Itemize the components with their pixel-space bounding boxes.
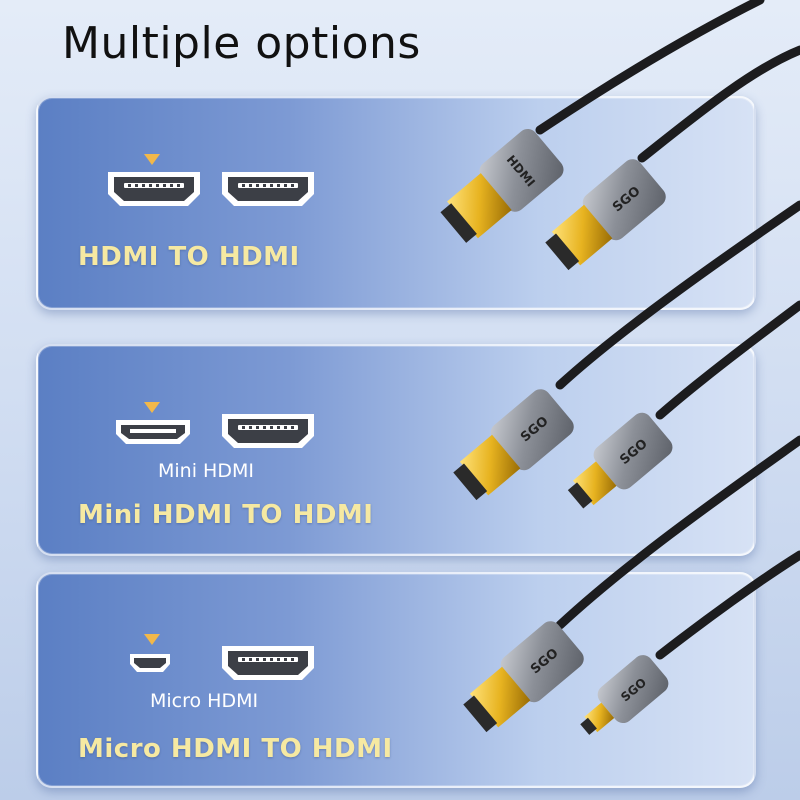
option-card-mini-hdmi-to-hdmi: Mini HDMI Mini HDMI TO HDMI bbox=[36, 344, 756, 556]
selected-arrow-icon bbox=[144, 154, 160, 165]
micro-hdmi-port-icon bbox=[130, 654, 170, 672]
selected-arrow-icon bbox=[144, 402, 160, 413]
option-title: Micro HDMI TO HDMI bbox=[78, 734, 393, 764]
hdmi-port-icon bbox=[222, 646, 314, 680]
hdmi-port-icon bbox=[108, 172, 200, 206]
port-label: Micro HDMI bbox=[150, 690, 259, 712]
option-card-micro-hdmi-to-hdmi: Micro HDMI Micro HDMI TO HDMI bbox=[36, 572, 756, 788]
mini-hdmi-port-icon bbox=[116, 420, 190, 444]
hdmi-port-icon bbox=[222, 172, 314, 206]
port-label: Mini HDMI bbox=[158, 460, 254, 482]
option-title: HDMI TO HDMI bbox=[78, 242, 300, 272]
option-title: Mini HDMI TO HDMI bbox=[78, 500, 374, 530]
page-title: Multiple options bbox=[62, 18, 421, 69]
option-card-hdmi-to-hdmi: HDMI TO HDMI bbox=[36, 96, 756, 310]
selected-arrow-icon bbox=[144, 634, 160, 645]
hdmi-port-icon bbox=[222, 414, 314, 448]
